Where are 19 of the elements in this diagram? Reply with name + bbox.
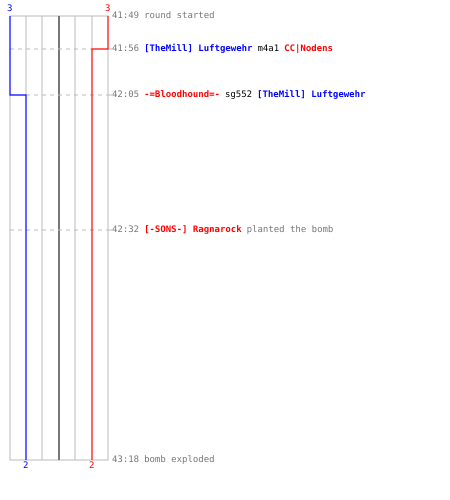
player-name: [TheMill] Luftgewehr (144, 44, 252, 54)
player-count: 2 (89, 461, 94, 472)
event-text: round started (144, 11, 215, 21)
player-name: [TheMill] Luftgewehr (257, 90, 366, 100)
player-count: 3 (105, 4, 110, 15)
player-count: 2 (23, 461, 28, 472)
event-text: bomb exploded (144, 455, 215, 465)
timestamp: 42:32 (112, 225, 140, 235)
player-name: [-SONS-] Ragnarock (144, 225, 242, 235)
player-name: CC|Nodens (284, 44, 333, 54)
player-count: 3 (7, 4, 12, 15)
timestamp: 41:49 (112, 11, 140, 21)
timestamp: 41:56 (112, 44, 140, 54)
timestamp: 42:05 (112, 90, 140, 100)
timestamp: 43:18 (112, 455, 140, 465)
event-text: planted the bomb (246, 225, 334, 235)
weapon-name: m4a1 (257, 44, 280, 54)
player-name: -=Bloodhound=- (144, 90, 220, 100)
weapon-name: sg552 (224, 90, 252, 100)
